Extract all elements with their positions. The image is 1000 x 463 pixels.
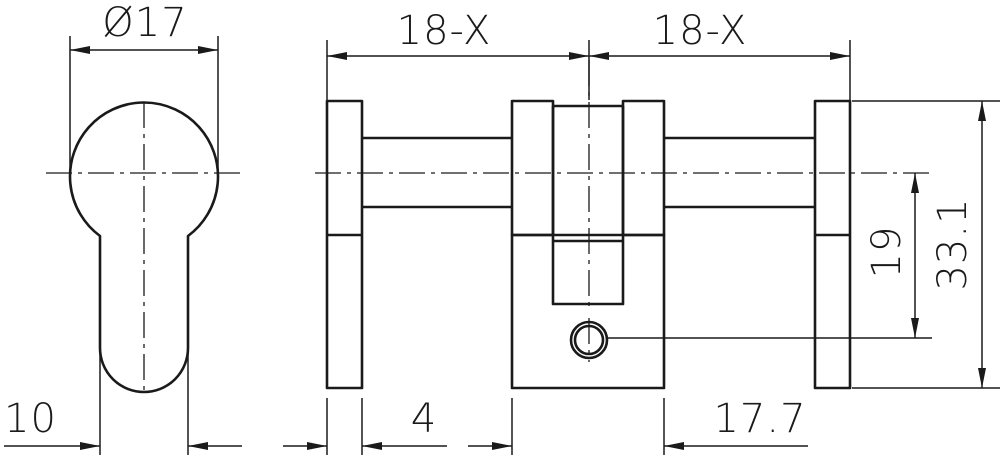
left-flange xyxy=(325,99,364,390)
right-flange xyxy=(813,99,852,390)
side-view: 18-X 18-X 33.1 19 4 xyxy=(283,8,1000,455)
flange-thickness-label: 4 xyxy=(411,396,437,442)
left-length-label: 18-X xyxy=(397,8,492,54)
profile-width-label: 10 xyxy=(4,396,57,442)
body-offset-label: 17.7 xyxy=(713,396,806,442)
height-total-label: 33.1 xyxy=(930,197,976,290)
flange-thickness-dimension: 4 xyxy=(283,396,447,455)
body-offset-dimension: 17.7 xyxy=(468,396,808,455)
height-hole-dimension: 19 xyxy=(607,173,932,339)
profile-view: Ø17 10 xyxy=(4,0,242,455)
height-hole-label: 19 xyxy=(864,226,910,279)
right-length-label: 18-X xyxy=(653,8,748,54)
center-body xyxy=(510,99,666,390)
profile-width-dimension: 10 xyxy=(4,340,242,455)
diameter-label: Ø17 xyxy=(102,0,187,46)
length-dimensions: 18-X 18-X xyxy=(326,8,851,100)
height-total-dimension: 33.1 xyxy=(852,100,1000,389)
diameter-dimension: Ø17 xyxy=(69,0,219,170)
